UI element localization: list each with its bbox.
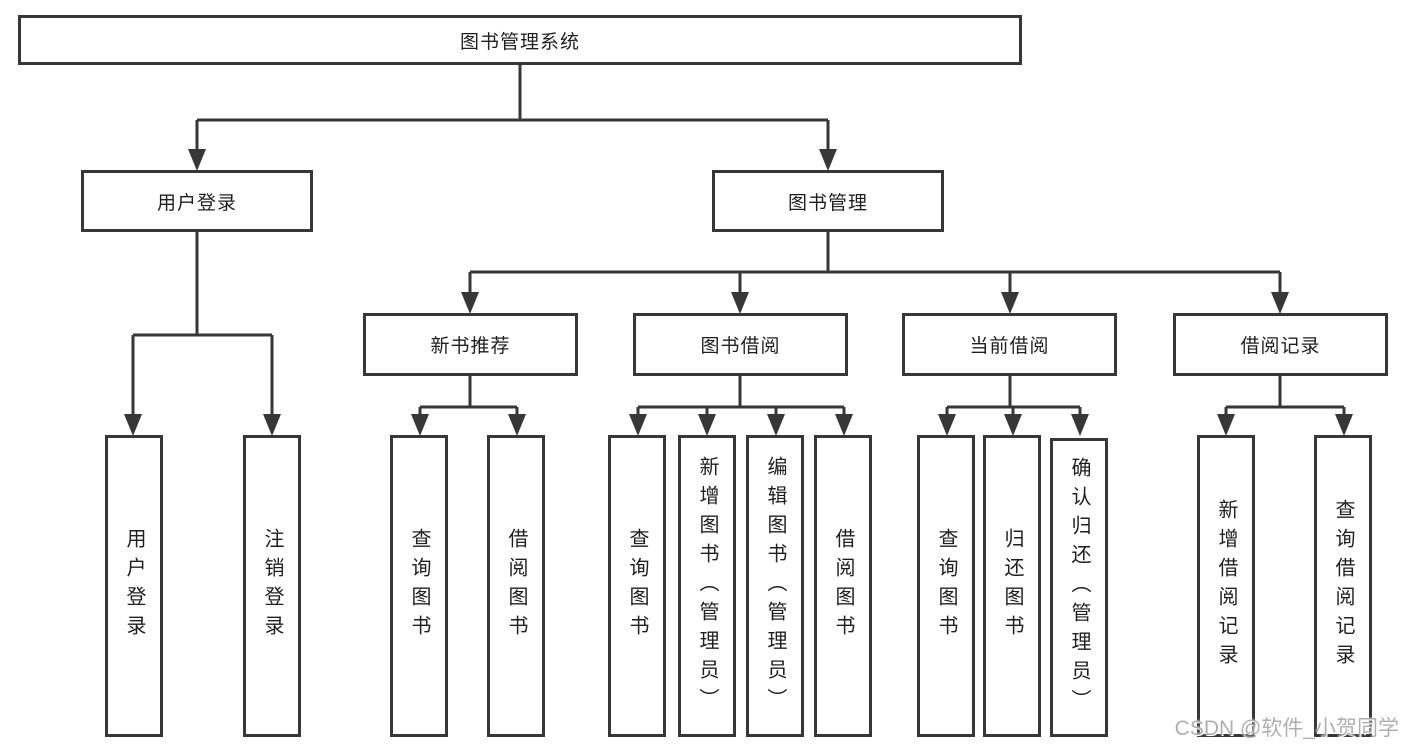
leaf-query-borrow-record-label: 查询借阅记录 (1332, 499, 1354, 673)
node-root-label: 图书管理系统 (459, 31, 580, 53)
node-current-borrow: 当前借阅 (902, 313, 1117, 376)
node-user-login: 用户登录 (81, 170, 313, 232)
node-current-borrow-label: 当前借阅 (969, 336, 1050, 357)
node-book-borrow: 图书借阅 (633, 313, 848, 376)
leaf-edit-books-admin: 编辑图书（管理员） (746, 435, 804, 737)
leaf-add-borrow-record: 新增借阅记录 (1197, 435, 1255, 737)
node-new-book-recommend: 新书推荐 (363, 313, 578, 376)
leaf-query-books-current: 查询图书 (917, 435, 975, 737)
leaf-return-books: 归还图书 (983, 435, 1041, 737)
leaf-add-books-admin: 新增图书（管理员） (678, 435, 736, 737)
leaf-add-borrow-record-label: 新增借阅记录 (1215, 499, 1237, 673)
leaf-query-books-recommend-label: 查询图书 (408, 528, 430, 644)
node-root: 图书管理系统 (18, 15, 1022, 65)
node-book-management: 图书管理 (712, 170, 944, 232)
node-book-borrow-label: 图书借阅 (700, 336, 781, 357)
node-book-management-label: 图书管理 (787, 192, 868, 214)
node-borrow-records-label: 借阅记录 (1240, 336, 1321, 357)
leaf-confirm-return-admin-label: 确认归还（管理员） (1068, 457, 1090, 718)
arrowheads (124, 149, 1353, 436)
leaf-confirm-return-admin: 确认归还（管理员） (1050, 438, 1108, 737)
leaf-query-books-borrow-label: 查询图书 (626, 528, 648, 644)
leaf-add-books-admin-label: 新增图书（管理员） (696, 455, 718, 717)
leaf-query-books-borrow: 查询图书 (608, 435, 666, 737)
leaf-return-books-label: 归还图书 (1001, 528, 1023, 644)
leaf-user-login-label: 用户登录 (123, 528, 145, 644)
leaf-borrow-books-recommend-label: 借阅图书 (505, 528, 527, 644)
leaf-borrow-books-label: 借阅图书 (832, 528, 854, 644)
leaf-logout: 注销登录 (243, 435, 301, 737)
leaf-borrow-books-recommend: 借阅图书 (487, 435, 545, 737)
node-user-login-label: 用户登录 (156, 192, 237, 214)
leaf-edit-books-admin-label: 编辑图书（管理员） (764, 455, 786, 717)
leaf-borrow-books: 借阅图书 (814, 435, 872, 737)
node-borrow-records: 借阅记录 (1173, 313, 1388, 376)
leaf-logout-label: 注销登录 (261, 528, 283, 644)
leaf-query-borrow-record: 查询借阅记录 (1314, 435, 1372, 737)
leaf-user-login: 用户登录 (105, 435, 163, 737)
leaf-query-books-recommend: 查询图书 (390, 435, 448, 737)
node-new-book-recommend-label: 新书推荐 (430, 336, 511, 357)
leaf-query-books-current-label: 查询图书 (935, 528, 957, 644)
